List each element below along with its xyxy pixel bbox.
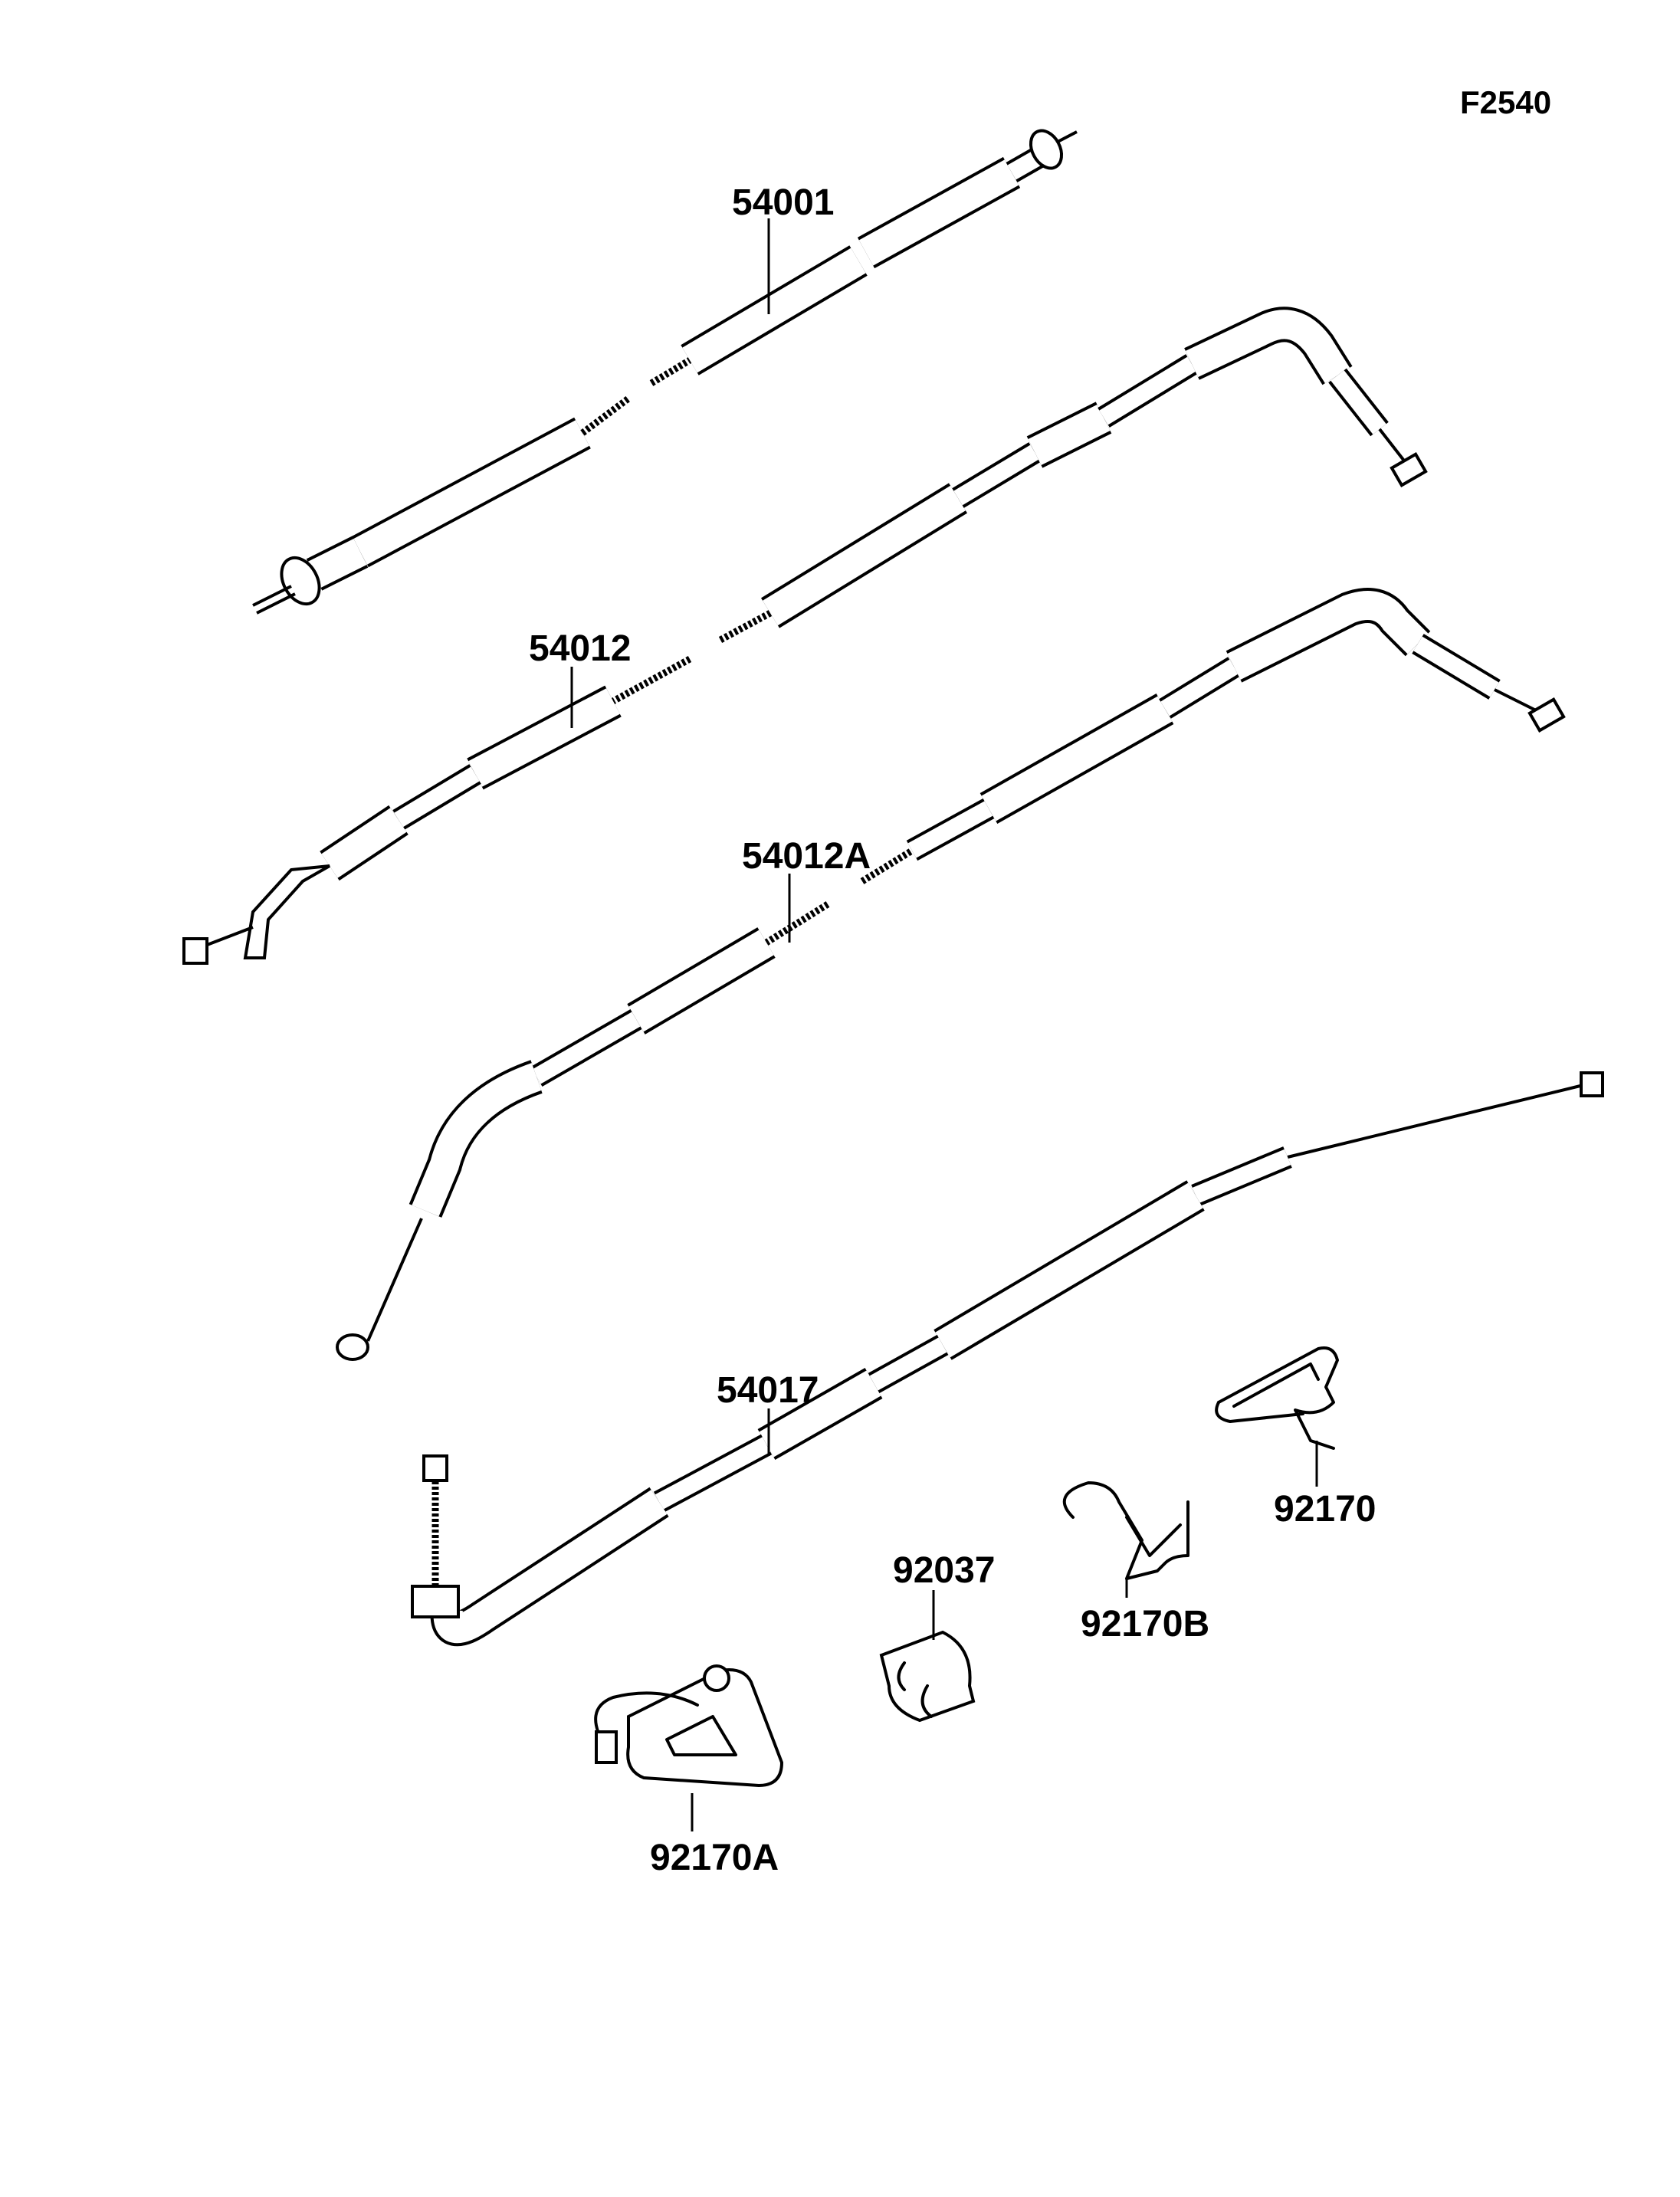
figure-code: F2540 bbox=[1460, 84, 1551, 120]
part-label-92037[interactable]: 92037 bbox=[893, 1550, 995, 1591]
speedometer-cable[interactable] bbox=[252, 126, 1078, 615]
part-label-54001[interactable]: 54001 bbox=[732, 182, 834, 223]
part-label-54012a[interactable]: 54012A bbox=[742, 836, 871, 877]
clamp-92170a[interactable] bbox=[594, 1664, 784, 1788]
throttle-cable-decelerator[interactable] bbox=[336, 588, 1566, 1361]
clutch-cable[interactable] bbox=[411, 1071, 1604, 1647]
part-label-54012[interactable]: 54012 bbox=[529, 628, 631, 669]
part-label-92170b[interactable]: 92170B bbox=[1081, 1604, 1209, 1644]
part-label-92170[interactable]: 92170 bbox=[1274, 1489, 1376, 1530]
clamp-92037[interactable] bbox=[879, 1630, 976, 1723]
clamp-92170b[interactable] bbox=[1062, 1481, 1189, 1580]
part-label-54017[interactable]: 54017 bbox=[717, 1370, 819, 1411]
part-label-92170a[interactable]: 92170A bbox=[650, 1838, 779, 1878]
clamp-92170[interactable] bbox=[1215, 1346, 1339, 1450]
throttle-cable-accelerator[interactable] bbox=[182, 307, 1428, 965]
